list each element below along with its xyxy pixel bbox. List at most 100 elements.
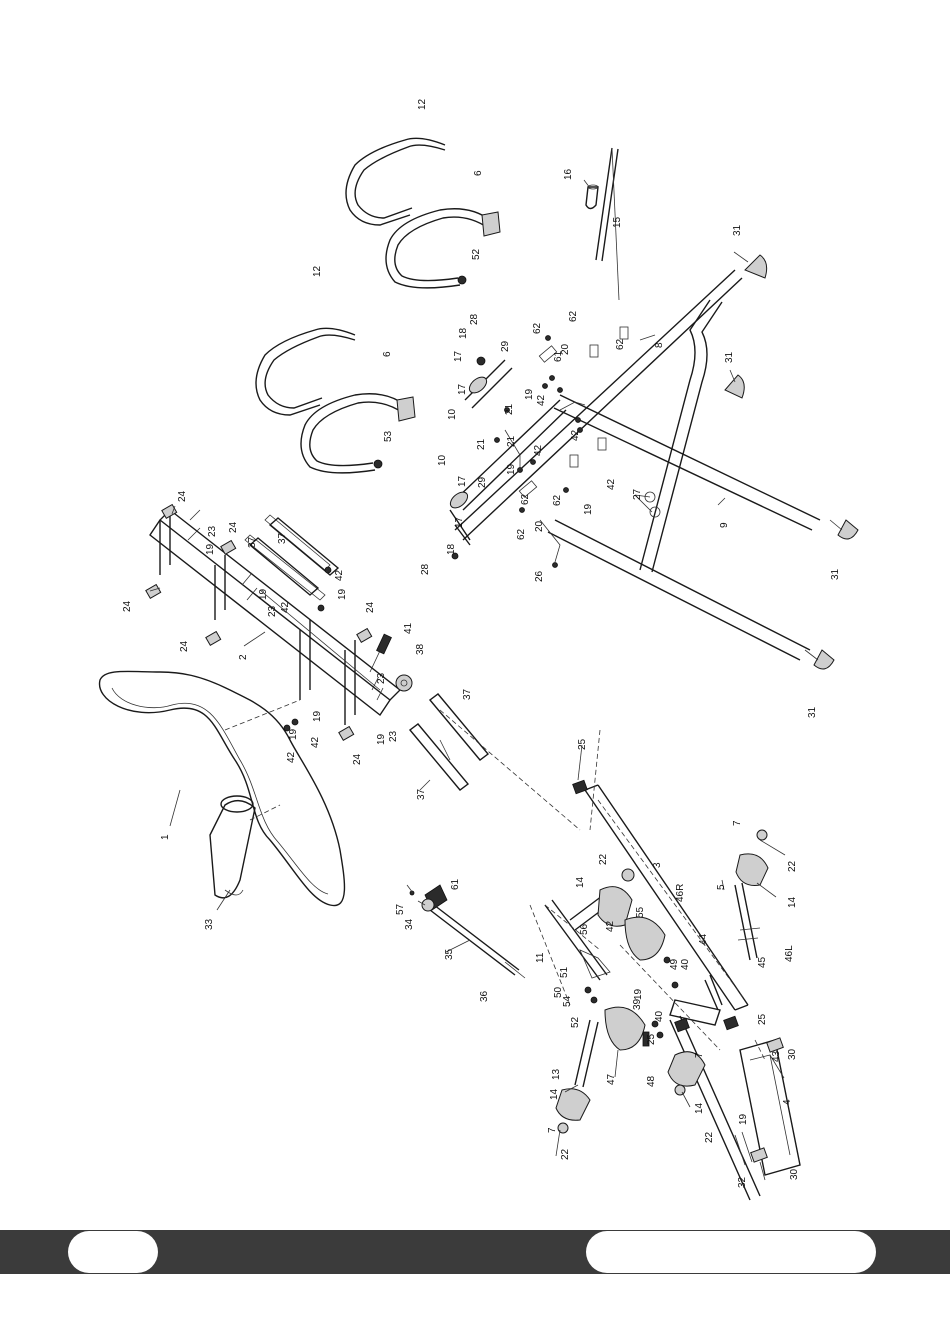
callout-label: 61 [450, 878, 461, 890]
callout-label: 40 [680, 958, 691, 970]
callout-label: 42 [606, 478, 617, 490]
callout-label: 43 [771, 1050, 782, 1062]
callout-label: 23 [376, 672, 387, 684]
callout-label: 42 [310, 736, 321, 748]
part-handles-6 [300, 208, 501, 474]
callout-label: 23 [207, 525, 218, 537]
callout-label: 62 [615, 338, 626, 350]
part-slide-rails [248, 517, 490, 791]
callout-label: 20 [560, 343, 571, 355]
part-handle-loops-12 [255, 137, 446, 416]
callout-label: 22 [598, 853, 609, 865]
callout-label: 51 [559, 966, 570, 978]
callout-label: 31 [807, 706, 818, 718]
callout-label: 17 [457, 383, 468, 395]
part-adjuster-rod [409, 884, 526, 979]
callout-label: 36 [479, 990, 490, 1002]
callout-label: 24 [228, 521, 239, 533]
callout-label: 52 [471, 248, 482, 260]
callout-label: 18 [458, 327, 469, 339]
callout-label: 12 [312, 265, 323, 277]
part-main-frame [449, 269, 821, 661]
callout-label: 14 [575, 876, 586, 888]
callout-label: 10 [437, 454, 448, 466]
callout-label: 45 [757, 956, 768, 968]
callout-label: 46R [675, 884, 686, 902]
callout-label: 7 [694, 1052, 705, 1058]
callout-label: 31 [732, 224, 743, 236]
callout-label: 41 [403, 622, 414, 634]
assembly-guide-lines [224, 699, 766, 1061]
callout-label: 54 [562, 995, 573, 1007]
page-number-badge [68, 1231, 158, 1273]
callout-label: 31 [830, 568, 841, 580]
callout-label: 52 [570, 1016, 581, 1028]
part-seat-hardware [187, 509, 413, 732]
callout-label: 1 [160, 834, 171, 840]
callout-label: 17 [457, 475, 468, 487]
callout-label: 46L [784, 945, 795, 962]
callout-label: 33 [204, 918, 215, 930]
callout-label: 40 [654, 1010, 665, 1022]
callout-label: 50 [553, 986, 564, 998]
callout-label: 17 [454, 516, 465, 528]
callout-label: 22 [787, 860, 798, 872]
callout-label: 61 [553, 350, 564, 362]
callout-label: 8 [654, 342, 665, 348]
callout-label: 38 [415, 643, 426, 655]
callout-label: 4 [782, 1099, 793, 1105]
callout-label: 28 [469, 313, 480, 325]
callout-label: 19 [506, 463, 517, 475]
callout-label: 42 [334, 569, 345, 581]
callout-label: 37 [416, 788, 427, 800]
callout-label: 42 [605, 920, 616, 932]
callout-label: 42 [536, 394, 547, 406]
callout-label: 24 [365, 601, 376, 613]
callout-label: 49 [669, 958, 680, 970]
callout-label: 9 [719, 522, 730, 528]
callout-label: 62 [516, 528, 527, 540]
callout-label: 25 [646, 1033, 657, 1045]
callout-label: 37 [277, 532, 288, 544]
callout-label: 13 [551, 1068, 562, 1080]
callout-label: 37 [462, 688, 473, 700]
callout-label: 37 [247, 536, 258, 548]
callout-label: 14 [549, 1088, 560, 1100]
callout-label: 30 [787, 1048, 798, 1060]
callout-label: 62 [568, 310, 579, 322]
callout-label: 53 [383, 430, 394, 442]
exploded-parts-diagram: 1 2 3 4 5 6 6 7 7 7 8 9 10 10 11 12 12 1… [98, 98, 859, 1201]
callout-label: 26 [534, 570, 545, 582]
callout-label: 6 [473, 170, 484, 176]
part-side-plates [579, 927, 761, 1047]
callout-label: 17 [453, 350, 464, 362]
callout-label: 62 [520, 493, 531, 505]
callout-label: 30 [789, 1168, 800, 1180]
callout-label: 29 [500, 340, 511, 352]
callout-label: 16 [563, 168, 574, 180]
callout-label: 34 [404, 918, 415, 930]
callout-label: 19 [738, 1113, 749, 1125]
callout-label: 42 [533, 444, 544, 456]
callout-label: 18 [446, 543, 457, 555]
callout-label: 31 [724, 351, 735, 363]
part-rear-stabiliser [734, 1037, 801, 1176]
callout-label: 39 [632, 998, 643, 1010]
callout-label: 29 [477, 476, 488, 488]
callout-label: 19 [258, 588, 269, 600]
callout-label: 3 [652, 862, 663, 868]
callout-label: 62 [532, 322, 543, 334]
callout-labels: 1 2 3 4 5 6 6 7 7 7 8 9 10 10 11 12 12 1… [122, 98, 841, 1188]
part-feet-31 [724, 254, 859, 670]
callout-label: 55 [635, 906, 646, 918]
callout-label: 57 [395, 903, 406, 915]
callout-label: 21 [476, 438, 487, 450]
callout-label: 12 [417, 98, 428, 110]
callout-label: 19 [312, 710, 323, 722]
callout-label: 32 [737, 1176, 748, 1188]
callout-label: 44 [698, 933, 709, 945]
callout-leaders [149, 147, 843, 1181]
callout-label: 25 [757, 1013, 768, 1025]
callout-label: 25 [577, 738, 588, 750]
